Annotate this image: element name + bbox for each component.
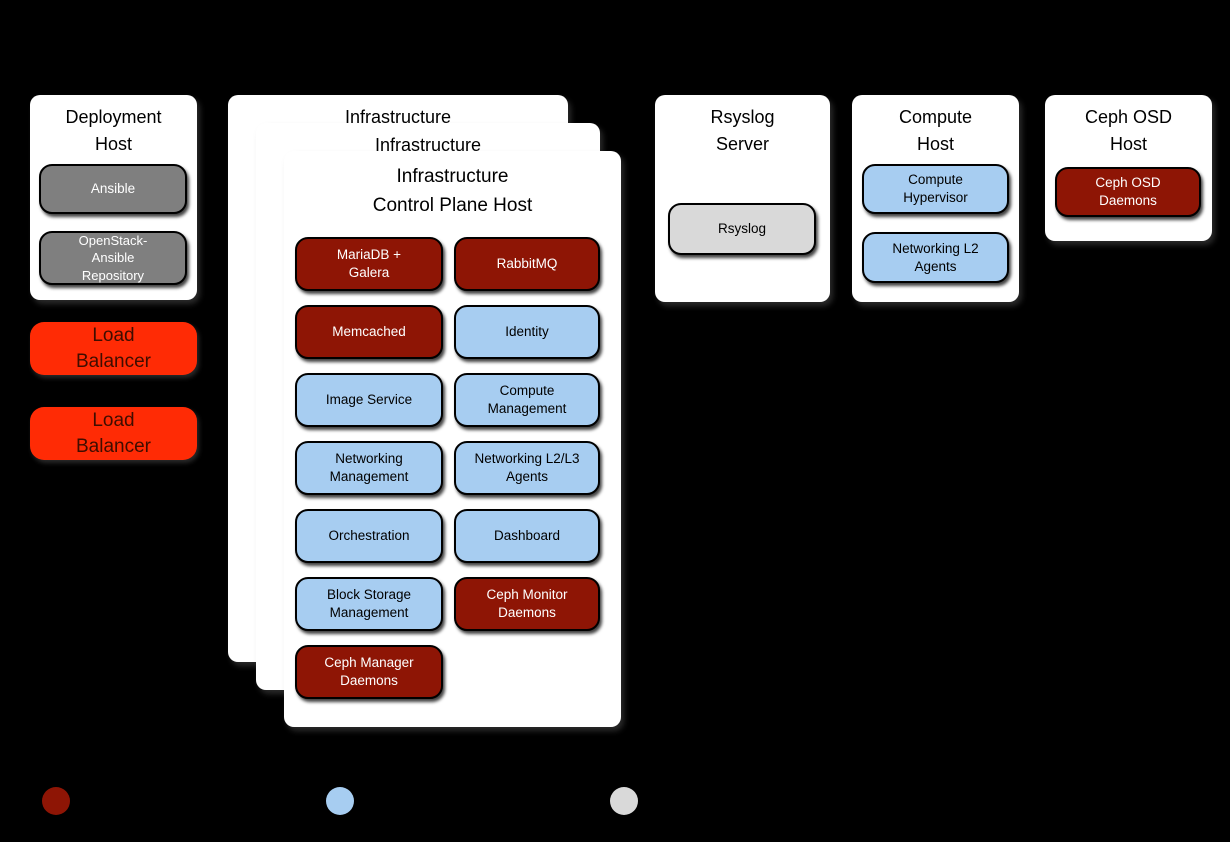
service-box-ceph-manager-daemons: Ceph Manager Daemons (295, 645, 443, 699)
service-box-networking-management: Networking Management (295, 441, 443, 495)
service-label: Ansible (90, 181, 136, 197)
service-box-ceph-osd-daemons: Ceph OSD Daemons (1055, 167, 1201, 217)
legend-dot-light-gray (610, 787, 638, 815)
service-label: Identity (505, 324, 549, 340)
load-balancer-box-1: Load Balancer (30, 322, 197, 375)
service-box-ansible: Ansible (39, 164, 187, 214)
infrastructure-control-plane-title: Infrastructure Control Plane Host (372, 166, 533, 216)
service-label: RabbitMQ (496, 256, 558, 272)
load-balancer-label: Load Balancer (76, 324, 151, 372)
service-box-orchestration: Orchestration (295, 509, 443, 563)
ceph-osd-host-card: Ceph OSD Host Ceph OSD Daemons (1045, 95, 1212, 241)
service-box-ceph-monitor-daemons: Ceph Monitor Daemons (454, 577, 600, 631)
service-label: Ceph Monitor Daemons (486, 587, 568, 620)
service-label: Memcached (332, 324, 406, 340)
service-box-networking-l2-agents: Networking L2 Agents (862, 232, 1009, 283)
service-label: Dashboard (493, 528, 561, 544)
infrastructure-middle-title: Infrastructure (374, 135, 482, 155)
ceph-osd-host-title: Ceph OSD Host (1084, 107, 1173, 154)
load-balancer-label: Load Balancer (76, 409, 151, 457)
rsyslog-server-title: Rsyslog Server (710, 107, 775, 154)
infrastructure-back-title: Infrastructure (344, 107, 452, 127)
service-box-dashboard: Dashboard (454, 509, 600, 563)
compute-host-card: Compute Host Compute Hypervisor Networki… (852, 95, 1019, 302)
service-label: MariaDB + Galera (336, 247, 402, 280)
service-box-networking-l2l3-agents: Networking L2/L3 Agents (454, 441, 600, 495)
service-label: Block Storage Management (326, 587, 412, 620)
legend-dot-light-blue (326, 787, 354, 815)
service-box-compute-hypervisor: Compute Hypervisor (862, 164, 1009, 214)
service-box-identity: Identity (454, 305, 600, 359)
deployment-host-card: Deployment Host Ansible OpenStack-Ansibl… (30, 95, 197, 300)
service-label: Networking L2 Agents (892, 240, 979, 274)
service-box-openstack-ansible-repository: OpenStack-Ansible Repository (39, 231, 187, 285)
service-box-block-storage-management: Block Storage Management (295, 577, 443, 631)
service-label: Ceph OSD Daemons (1095, 175, 1161, 208)
infrastructure-control-plane-card: Infrastructure Control Plane Host MariaD… (284, 151, 621, 727)
service-box-mariadb-galera: MariaDB + Galera (295, 237, 443, 291)
compute-host-title: Compute Host (898, 107, 973, 154)
service-box-compute-management: Compute Management (454, 373, 600, 427)
service-label: Rsyslog (717, 221, 766, 237)
legend-dot-dark-red (42, 787, 70, 815)
service-label: Image Service (325, 392, 413, 408)
service-box-rabbitmq: RabbitMQ (454, 237, 600, 291)
service-box-rsyslog: Rsyslog (668, 203, 816, 255)
load-balancer-box-2: Load Balancer (30, 407, 197, 460)
service-box-image-service: Image Service (295, 373, 443, 427)
service-label: Networking Management (329, 451, 409, 484)
service-label: Networking L2/L3 Agents (474, 451, 580, 484)
service-label: Compute Management (487, 383, 567, 416)
rsyslog-server-card: Rsyslog Server Rsyslog (655, 95, 830, 302)
service-label: Ceph Manager Daemons (324, 655, 414, 688)
service-label: OpenStack-Ansible Repository (78, 233, 148, 283)
service-label: Compute Hypervisor (903, 172, 968, 205)
service-box-memcached: Memcached (295, 305, 443, 359)
deployment-host-title: Deployment Host (65, 107, 162, 154)
service-label: Orchestration (328, 528, 410, 544)
